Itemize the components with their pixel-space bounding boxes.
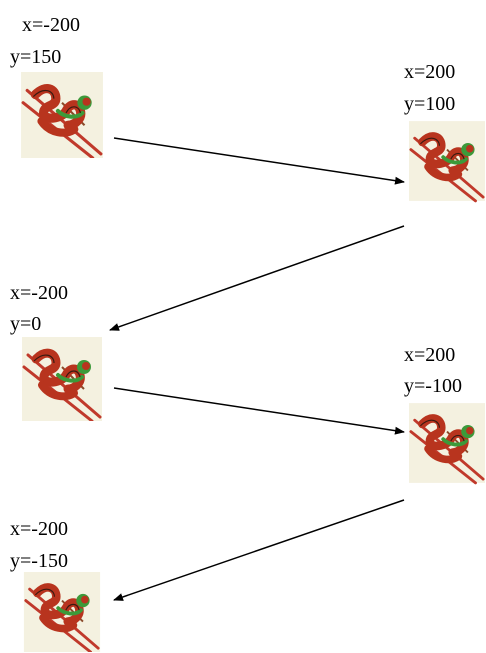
y-coordinate-label-3: y=0 xyxy=(10,313,41,335)
y-coordinate-label-2: y=100 xyxy=(404,93,455,115)
y-coordinate-label-1: y=150 xyxy=(10,46,61,68)
movement-arrow-3-to-4 xyxy=(113,387,405,435)
x-coordinate-label-1: x=-200 xyxy=(22,14,80,36)
y-coordinate-label-4: y=-100 xyxy=(404,375,462,397)
movement-arrow-2-to-3 xyxy=(109,225,405,331)
skier-icon xyxy=(24,572,100,652)
position-4: x=200 y=-100 xyxy=(404,344,485,483)
position-5: x=-200 y=-150 xyxy=(10,518,100,652)
x-coordinate-label-3: x=-200 xyxy=(10,282,68,304)
position-3: x=-200 y=0 xyxy=(10,282,102,421)
movement-arrow-1-to-2 xyxy=(113,137,405,185)
position-2: x=200 y=100 xyxy=(404,61,485,201)
position-1: x=-200 y=150 xyxy=(10,14,103,158)
skier-icon xyxy=(21,72,103,158)
skier-icon xyxy=(409,121,485,201)
movement-arrow-4-to-5 xyxy=(113,499,405,601)
x-coordinate-label-2: x=200 xyxy=(404,61,455,83)
y-coordinate-label-5: y=-150 xyxy=(10,550,68,572)
x-coordinate-label-5: x=-200 xyxy=(10,518,68,540)
skier-icon xyxy=(22,337,102,421)
x-coordinate-label-4: x=200 xyxy=(404,344,455,366)
skier-icon xyxy=(409,403,485,483)
